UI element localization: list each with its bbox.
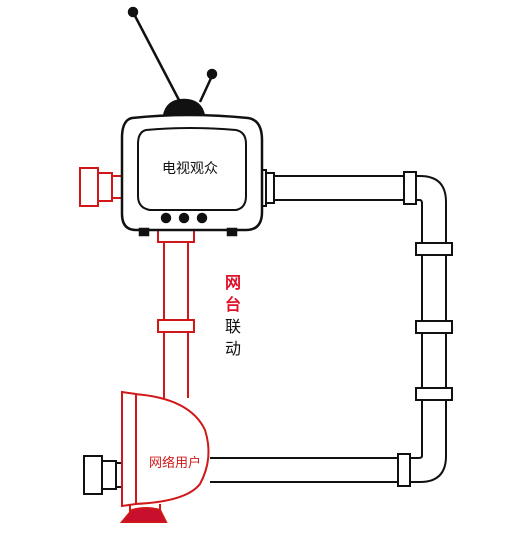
title-char-1: 网 [224,273,241,292]
tv-label: 电视观众 [162,161,218,177]
title-char-3: 联 [224,317,241,336]
antenna-icon [127,6,218,118]
red-pipe-left [79,167,124,207]
title-char-4: 动 [224,339,241,358]
user-label: 网络用户 [148,456,201,471]
tv-icon [120,6,264,237]
vertical-title: 网 台 联 动 [222,272,244,360]
title-char-2: 台 [224,295,241,314]
red-pipe-vertical [157,227,195,398]
computer-monitor-icon [119,390,210,523]
